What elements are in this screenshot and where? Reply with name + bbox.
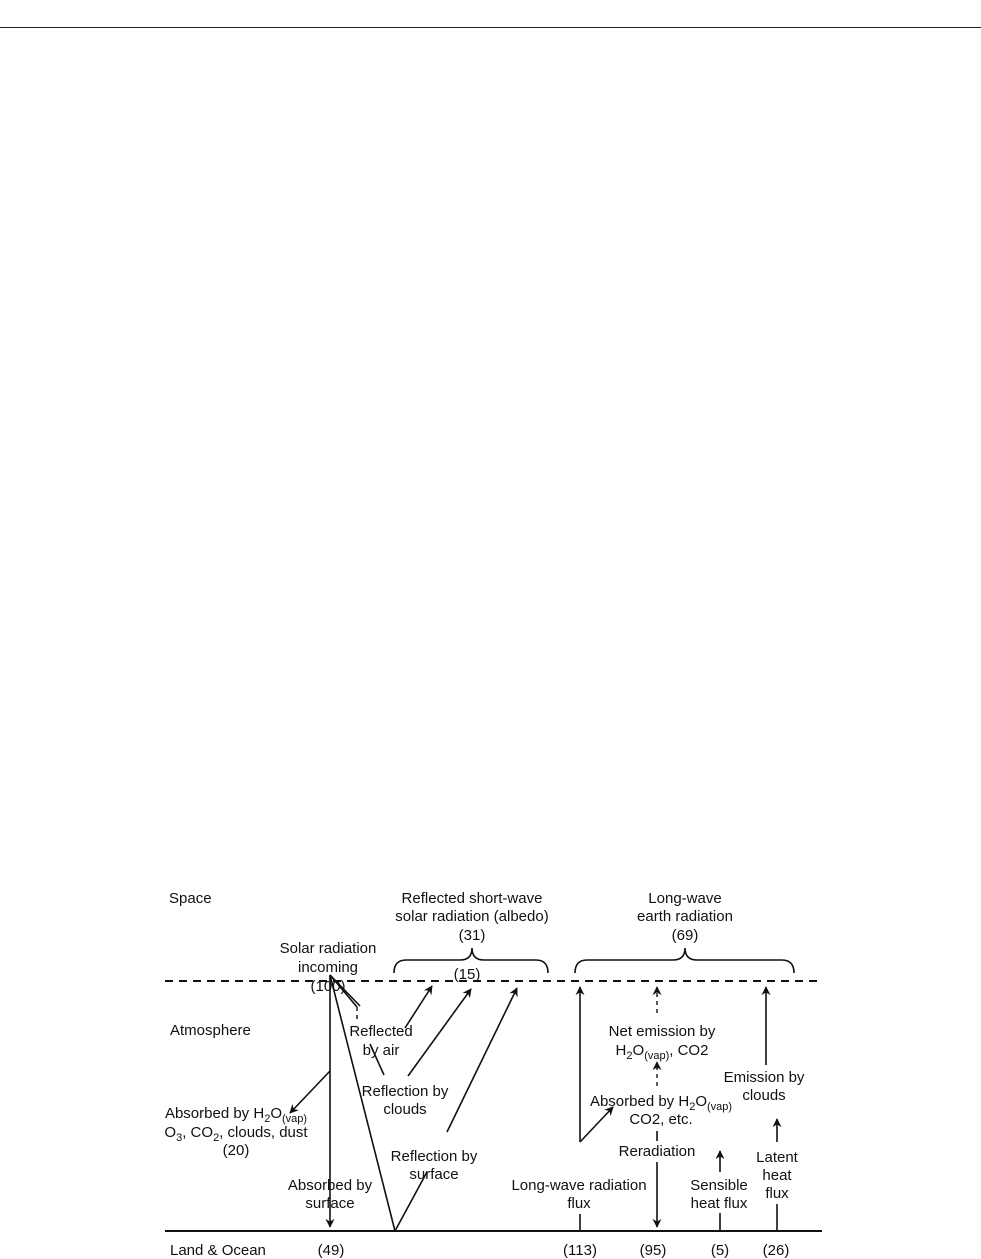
reflection-by-surface-line-2: surface: [409, 1166, 458, 1183]
longwave-earth-line-2: earth radiation: [637, 908, 733, 925]
sensible-heat-label: Sensible heat flux: [690, 1177, 748, 1212]
absorbed-h2o-label: Absorbed by H2O(vap) CO2, etc.: [590, 1093, 732, 1128]
latent-heat-line-1: Latent: [756, 1149, 799, 1166]
surface-value-latent: (26): [763, 1242, 790, 1259]
longwave-earth-label: Long-wave earth radiation (69): [637, 890, 733, 944]
absorbed-atmosphere-line-2: O3, CO2, clouds, dust: [164, 1124, 308, 1144]
net-emission-line-1: Net emission by: [609, 1023, 716, 1040]
absorbed-surface-label: Absorbed by surface: [288, 1177, 373, 1212]
surface-reflection-lower: [394, 1171, 428, 1232]
absorbed-atmosphere-value: (20): [223, 1142, 250, 1159]
albedo-brace: [393, 947, 549, 974]
absorbed-surface-line-1: Absorbed by: [288, 1177, 373, 1194]
latent-heat-label: Latent heat flux: [756, 1149, 799, 1202]
latent-heat-line-3: flux: [765, 1185, 789, 1202]
reflected-by-air-line-2: by air: [363, 1042, 400, 1059]
zone-label-atmosphere: Atmosphere: [170, 1022, 251, 1039]
reflection-by-clouds-line-1: Reflection by: [362, 1083, 449, 1100]
surface-value-absorbed: (49): [318, 1242, 345, 1259]
albedo-label: Reflected short-wave solar radiation (al…: [395, 890, 548, 944]
longwave-flux-line-1: Long-wave radiation: [511, 1177, 646, 1194]
latent-heat-line-2: heat: [762, 1167, 792, 1184]
absorbed-surface-line-2: surface: [305, 1195, 354, 1212]
zone-label-land-ocean: Land & Ocean: [170, 1242, 266, 1259]
page-top-rule: [0, 27, 981, 28]
reflected-by-air-line-1: Reflected: [349, 1023, 412, 1040]
surface-values: (49) (113) (95) (5) (26): [318, 1242, 790, 1259]
solar-incoming-line-1: Solar radiation: [280, 940, 377, 957]
reflection-by-clouds-label: Reflection by clouds: [362, 1083, 449, 1118]
emission-clouds-line-2: clouds: [742, 1087, 785, 1104]
longwave-earth-line-1: Long-wave: [648, 890, 721, 907]
emission-clouds-label: Emission by clouds: [724, 1069, 805, 1104]
albedo-value: (31): [459, 927, 486, 944]
solar-incoming-line-2: incoming: [298, 959, 358, 976]
absorbed-h2o-line-1: Absorbed by H2O(vap): [590, 1093, 732, 1113]
sensible-heat-line-2: heat flux: [691, 1195, 748, 1212]
net-emission-line-2: H2O(vap), CO2: [616, 1042, 709, 1062]
beam-to-surface: [329, 974, 396, 1232]
arrow-absorbed-by-atmosphere: [289, 1070, 331, 1114]
surface-value-longwave: (113): [563, 1242, 597, 1259]
albedo-line-2: solar radiation (albedo): [395, 908, 548, 925]
albedo-air-value: (15): [454, 966, 481, 983]
solar-incoming-label: Solar radiation incoming (100): [280, 940, 377, 995]
longwave-flux-label: Long-wave radiation flux: [511, 1177, 646, 1212]
beam-to-clouds-upper: [329, 974, 361, 1007]
albedo-line-1: Reflected short-wave: [402, 890, 543, 907]
surface-value-reradiation: (95): [640, 1242, 667, 1259]
arrow-reflection-by-clouds: [407, 988, 472, 1077]
arrow-reflected-by-air: [404, 985, 433, 1029]
arrow-reflection-by-surface: [446, 987, 518, 1133]
net-emission-label: Net emission by H2O(vap), CO2: [609, 1023, 716, 1062]
zone-label-space: Space: [169, 890, 212, 907]
emission-clouds-line-1: Emission by: [724, 1069, 805, 1086]
reflection-by-clouds-line-2: clouds: [383, 1101, 426, 1118]
longwave-flux-line-2: flux: [567, 1195, 591, 1212]
absorbed-h2o-line-2: CO2, etc.: [629, 1111, 692, 1128]
longwave-earth-value: (69): [672, 927, 699, 944]
reflection-by-surface-label: Reflection by surface: [391, 1148, 478, 1183]
sensible-heat-line-1: Sensible: [690, 1177, 748, 1194]
longwave-earth-brace: [574, 947, 795, 974]
reflection-by-surface-line-1: Reflection by: [391, 1148, 478, 1165]
beam-to-clouds-lower: [369, 1043, 385, 1076]
reradiation-label: Reradiation: [619, 1143, 696, 1160]
reflected-by-air-label: Reflected by air: [349, 1023, 412, 1059]
absorbed-atmosphere-label: Absorbed by H2O(vap) O3, CO2, clouds, du…: [164, 1105, 308, 1159]
absorbed-atmosphere-line-1: Absorbed by H2O(vap): [165, 1105, 307, 1125]
arrow-longwave-absorbed: [579, 1106, 614, 1143]
surface-value-sensible: (5): [711, 1242, 729, 1259]
